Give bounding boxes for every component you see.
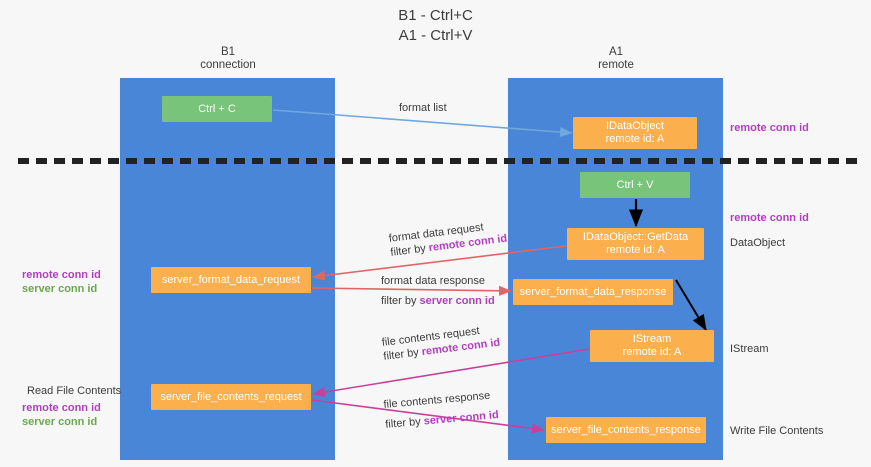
column-b1-name: B1 <box>220 46 236 58</box>
edge-label-format-data-response-text: format data response <box>381 275 485 287</box>
page-title: B1 - Ctrl+C A1 - Ctrl+V <box>0 6 871 46</box>
annotation-dataobject: DataObject <box>730 236 785 250</box>
annotation-remote-conn-id-top-text: remote conn id <box>730 122 809 134</box>
annotation-read-file-contents: Read File Contents <box>27 384 121 398</box>
edge-label-format-list: format list <box>399 101 447 115</box>
edge-label-format-data-request: format data request filter by remote con… <box>388 218 508 260</box>
node-idataobject-title: IDataObject <box>605 120 665 132</box>
column-header-a1: A1 remote <box>516 46 716 72</box>
edge-label-format-data-response: format data response filter by server co… <box>381 274 495 308</box>
annotation-left-conn-ids-bottom: remote conn id server conn id <box>22 401 101 429</box>
node-server-format-data-response-label: server_format_data_response <box>519 285 667 298</box>
edge-label-format-list-text: format list <box>399 102 447 114</box>
edge-label-file-contents-request: file contents request filter by remote c… <box>381 322 501 364</box>
node-server-format-data-request-label: server_format_data_request <box>161 273 301 286</box>
node-server-format-data-response[interactable]: server_format_data_response <box>513 279 673 305</box>
filter-prefix: filter by <box>389 242 430 259</box>
node-istream-remote-id: remote id: A <box>622 346 682 358</box>
filter-prefix: filter by <box>382 346 423 363</box>
filter-prefix: filter by <box>381 295 420 307</box>
node-server-file-contents-request[interactable]: server_file_contents_request <box>151 384 311 410</box>
annotation-write-file-contents: Write File Contents <box>730 424 823 438</box>
annotation-write-file-contents-text: Write File Contents <box>730 425 824 437</box>
filter-prefix: filter by <box>384 415 425 431</box>
node-ctrl-c[interactable]: Ctrl + C <box>162 96 272 122</box>
column-a1-name: A1 <box>608 46 624 58</box>
annotation-left-server-conn-id-2: server conn id <box>22 416 98 428</box>
node-istream-title: IStream <box>632 333 672 345</box>
edge-label-file-contents-response-text: file contents response <box>383 389 491 411</box>
annotation-dataobject-text: DataObject <box>730 237 786 249</box>
annotation-istream: IStream <box>730 342 769 356</box>
filter-key-server-conn-id: server conn id <box>423 409 500 428</box>
column-header-b1: B1 connection <box>128 46 328 72</box>
title-line-2: A1 - Ctrl+V <box>398 27 473 44</box>
node-server-file-contents-response[interactable]: server_file_contents_response <box>546 417 706 443</box>
node-server-file-contents-request-label: server_file_contents_request <box>160 390 302 403</box>
node-ctrl-c-label: Ctrl + C <box>198 102 236 115</box>
node-idataobject-getdata[interactable]: IDataObject::GetData remote id: A <box>567 228 704 260</box>
annotation-read-file-contents-text: Read File Contents <box>27 385 122 397</box>
node-idataobject-remote-id: remote id: A <box>605 133 665 145</box>
annotation-remote-conn-id-mid: remote conn id <box>730 211 809 225</box>
column-b1-role: connection <box>200 59 256 71</box>
annotation-left-server-conn-id: server conn id <box>22 283 98 295</box>
title-line-1: B1 - Ctrl+C <box>398 7 473 24</box>
node-server-file-contents-response-label: server_file_contents_response <box>551 423 701 436</box>
annotation-remote-conn-id-mid-text: remote conn id <box>730 212 809 224</box>
node-ctrl-v-label: Ctrl + V <box>616 178 654 191</box>
edge-label-file-contents-response-filter: filter by server conn id <box>385 408 500 432</box>
node-idataobject[interactable]: IDataObject remote id: A <box>573 117 697 149</box>
edge-label-format-data-response-filter: filter by server conn id <box>381 294 495 308</box>
node-getdata-remote-id: remote id: A <box>606 244 665 256</box>
edge-label-file-contents-response: file contents response filter by server … <box>383 388 499 432</box>
node-server-format-data-request[interactable]: server_format_data_request <box>151 267 311 293</box>
annotation-left-remote-conn-id-2: remote conn id <box>22 402 101 414</box>
filter-key-server-conn-id: server conn id <box>419 295 495 307</box>
node-istream[interactable]: IStream remote id: A <box>590 330 714 362</box>
column-a1-role: remote <box>598 59 634 71</box>
annotation-left-conn-ids-top: remote conn id server conn id <box>22 268 101 296</box>
node-getdata-title: IDataObject::GetData <box>582 231 689 243</box>
annotation-remote-conn-id-top: remote conn id <box>730 121 809 135</box>
node-ctrl-v[interactable]: Ctrl + V <box>580 172 690 198</box>
annotation-istream-text: IStream <box>730 343 769 355</box>
annotation-left-remote-conn-id: remote conn id <box>22 269 101 281</box>
